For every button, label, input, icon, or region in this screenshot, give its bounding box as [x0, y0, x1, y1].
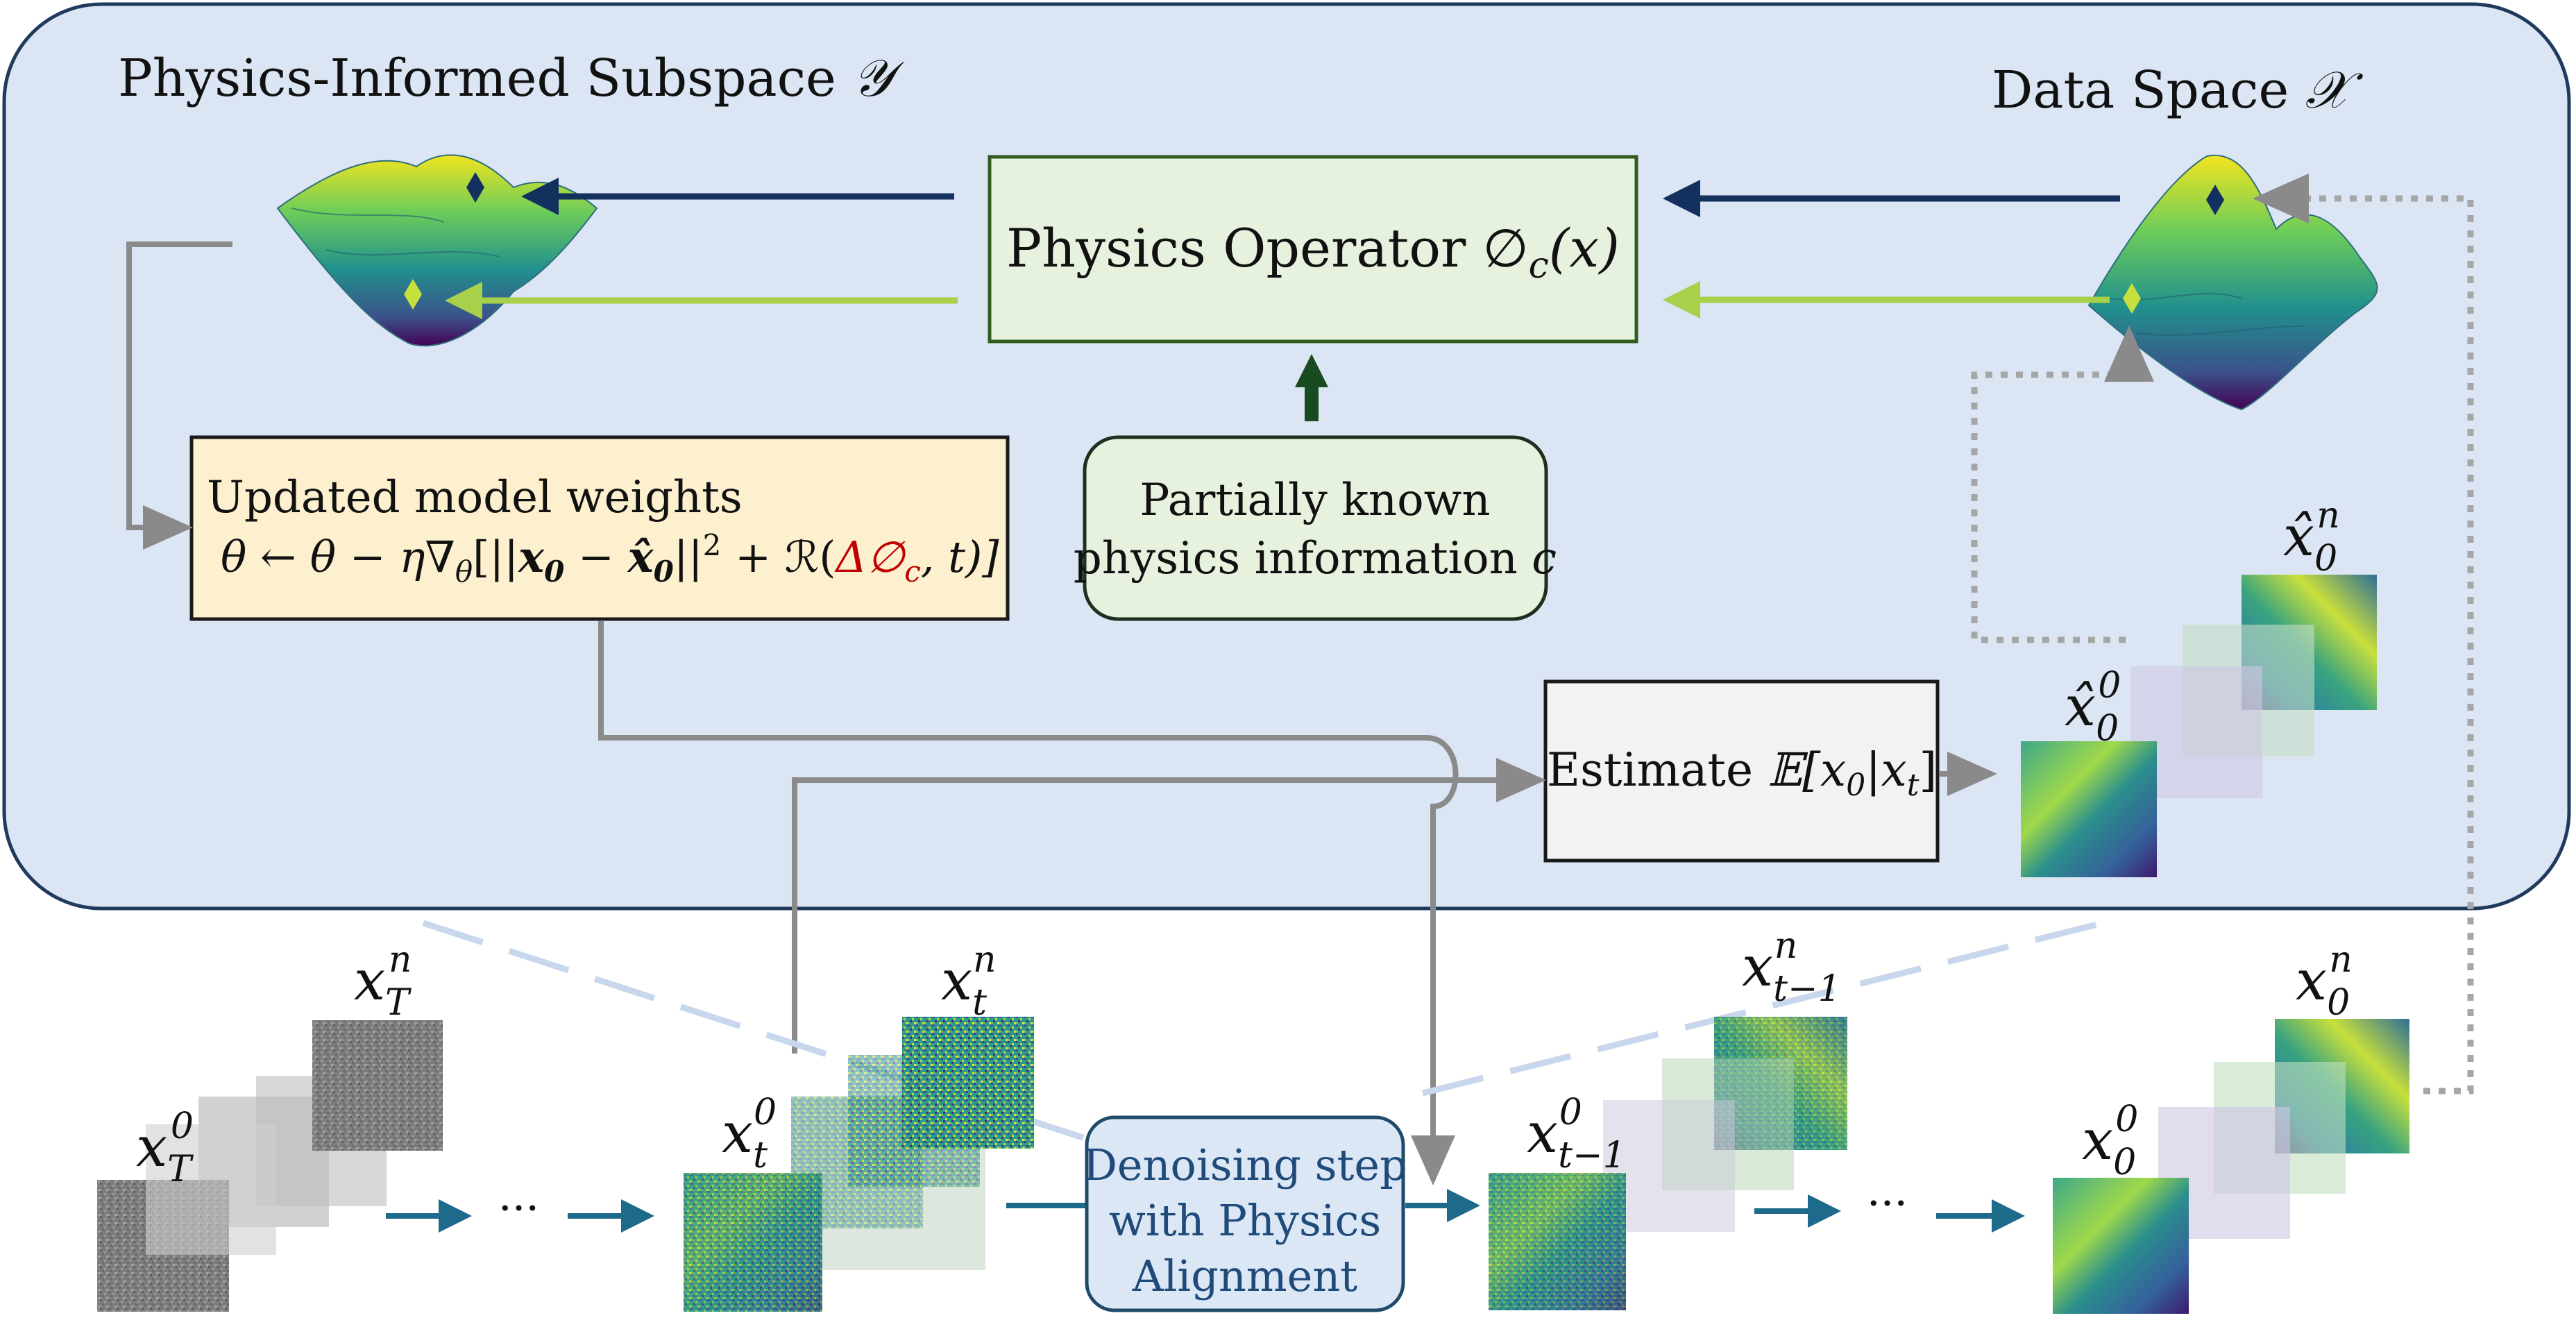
stack-xT: xTn xT0 [97, 939, 443, 1312]
ellipsis-right: ··· [1867, 1178, 1908, 1228]
denoising-step-box [1085, 1115, 1405, 1312]
zoom-guide-right [1421, 916, 2118, 1097]
dark-diamond-marker [2206, 185, 2224, 215]
estimate-label: Estimate 𝔼[x0|xt] [1547, 743, 1937, 803]
subspace-title: Physics-Informed Subspace 𝒴 [118, 49, 904, 108]
ellipsis-left: ··· [498, 1183, 539, 1233]
known-info-line2: physics information c [1074, 533, 1557, 584]
stack-xt1: xt−1n xt−10 [1489, 925, 1847, 1310]
denoising-line3: Alignment [1132, 1251, 1357, 1301]
x0-to-dataspace-dotted [2253, 174, 2474, 1094]
updated-weights-box [189, 435, 1010, 621]
updated-weights-title: Updated model weights [207, 472, 743, 523]
data-space-title: Data Space 𝒳 [1992, 60, 2364, 120]
x0-0-label: x00 [2082, 1099, 2138, 1183]
light-diamond-marker [404, 279, 422, 310]
weights-to-denoise-line [598, 621, 1459, 1185]
xt-to-estimate-line [792, 758, 1546, 1054]
zoom-guide-left [422, 920, 1139, 1159]
denoising-line1: Denoising step [1083, 1140, 1407, 1190]
weights-update-equation: θ ← θ − η∇θ[||x0 − x̂0||2 + ℛ(Δ∅c, t)] [221, 528, 999, 589]
xhat-n-label: x̂0n [2283, 495, 2340, 580]
physics-operator-label: Physics Operator ∅c(x) [1006, 217, 1620, 287]
xt1-n-label: xt−1n [1742, 925, 1841, 1010]
xhat-0-label: x̂00 [2065, 665, 2121, 750]
subspace-to-weights-line [126, 242, 232, 550]
known-info-line1: Partially known [1139, 475, 1490, 526]
xT-0-label: xT0 [136, 1106, 194, 1190]
estimate-box [1543, 679, 1940, 863]
xt-0-label: xt0 [722, 1092, 777, 1176]
xt1-0-label: xt−10 [1527, 1092, 1626, 1176]
up-arrow [1295, 354, 1328, 421]
stack-xt: xtn xt0 [684, 939, 1034, 1312]
xhat-to-dataspace-dotted [1971, 325, 2154, 643]
subspace-surface [276, 154, 598, 347]
light-diamond-marker [2123, 283, 2141, 314]
xt-n-label: xtn [941, 939, 997, 1024]
x0-n-label: x0n [2296, 939, 2353, 1024]
stack-x0: x0n x00 [2053, 939, 2409, 1314]
dark-diamond-marker [466, 172, 484, 203]
physics-operator-box [988, 155, 1638, 344]
known-info-box [1083, 435, 1548, 621]
denoising-line2: with Physics [1109, 1195, 1381, 1246]
stack-xhat: x̂0n x̂00 [2021, 495, 2377, 877]
xT-n-label: xTn [354, 939, 412, 1024]
